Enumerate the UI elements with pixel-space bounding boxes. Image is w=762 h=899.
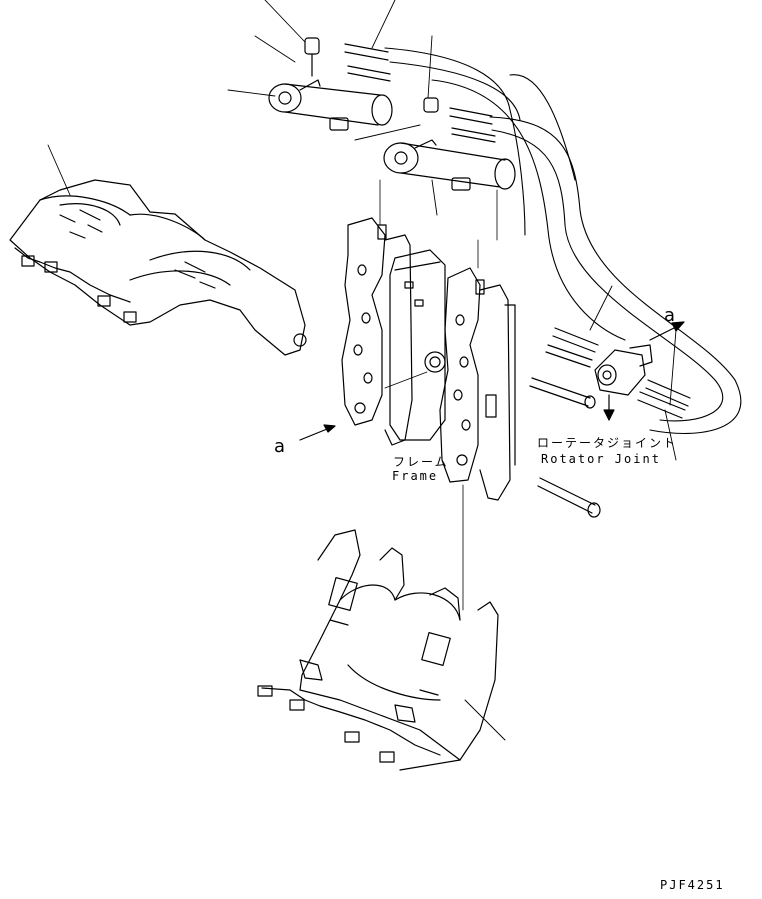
view-a-label-right: a: [664, 305, 676, 326]
pins: [529, 377, 601, 518]
rotator-joint: [545, 321, 691, 421]
frame-guide-lines: [379, 179, 498, 611]
frame-center-plate: [389, 249, 446, 441]
upper-left-bucket: [9, 179, 307, 356]
rotator-joint-label-en: Rotator Joint: [541, 452, 661, 466]
leader-lines: [47, 0, 677, 741]
frame-right-plate: [439, 267, 516, 501]
rotator-joint-label-jp: ローテータジョイント: [537, 436, 678, 450]
view-a-arrow-left: [299, 424, 336, 441]
cylinder-lower: [383, 97, 516, 191]
cylinder-upper: [268, 37, 393, 131]
hydraulic-hoses: [384, 47, 742, 435]
lower-bucket: [257, 529, 499, 771]
view-a-label-left: a: [274, 436, 286, 457]
frame-label-en: Frame: [392, 469, 439, 483]
frame-label-jp: フレーム: [393, 455, 449, 469]
frame-left-plate: [341, 217, 413, 446]
drawing-code: PJF4251: [660, 878, 725, 892]
